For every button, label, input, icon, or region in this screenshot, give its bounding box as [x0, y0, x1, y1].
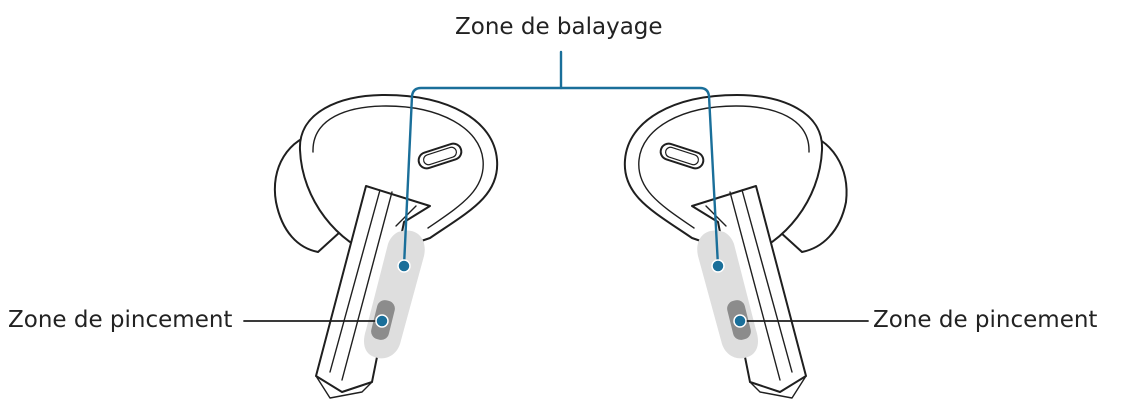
callouts [243, 50, 869, 322]
right-pinch-zone-label: Zone de pincement [873, 307, 1098, 333]
right-speaker-grille [659, 142, 705, 170]
left-stem-line-1 [329, 189, 381, 373]
left-speaker-grille-inner [422, 146, 458, 166]
right-stem-line-2 [729, 191, 781, 381]
right-speaker-grille-inner [664, 146, 700, 166]
left-pinch-dot [375, 314, 389, 328]
left-stem-line-2 [341, 191, 393, 381]
left-stem-tip [315, 375, 373, 399]
right-swipe-dot [711, 259, 725, 273]
right-earbud [623, 94, 848, 399]
left-earbud-shell [298, 94, 499, 257]
left-earbud [273, 94, 499, 399]
callout-dots [375, 259, 747, 328]
right-earbud-shell-inner [638, 105, 810, 229]
right-stem-tip [749, 375, 807, 399]
right-earbud-shell [623, 94, 824, 257]
swipe-zone-label: Zone de balayage [455, 14, 663, 40]
left-speaker-grille [417, 142, 463, 170]
right-pinch-dot [733, 314, 747, 328]
swipe-callout-bracket [402, 86, 720, 268]
left-swipe-dot [397, 259, 411, 273]
left-pinch-zone-label: Zone de pincement [8, 307, 233, 333]
left-earbud-shell-inner [312, 105, 484, 229]
right-stem-line-1 [741, 189, 793, 373]
